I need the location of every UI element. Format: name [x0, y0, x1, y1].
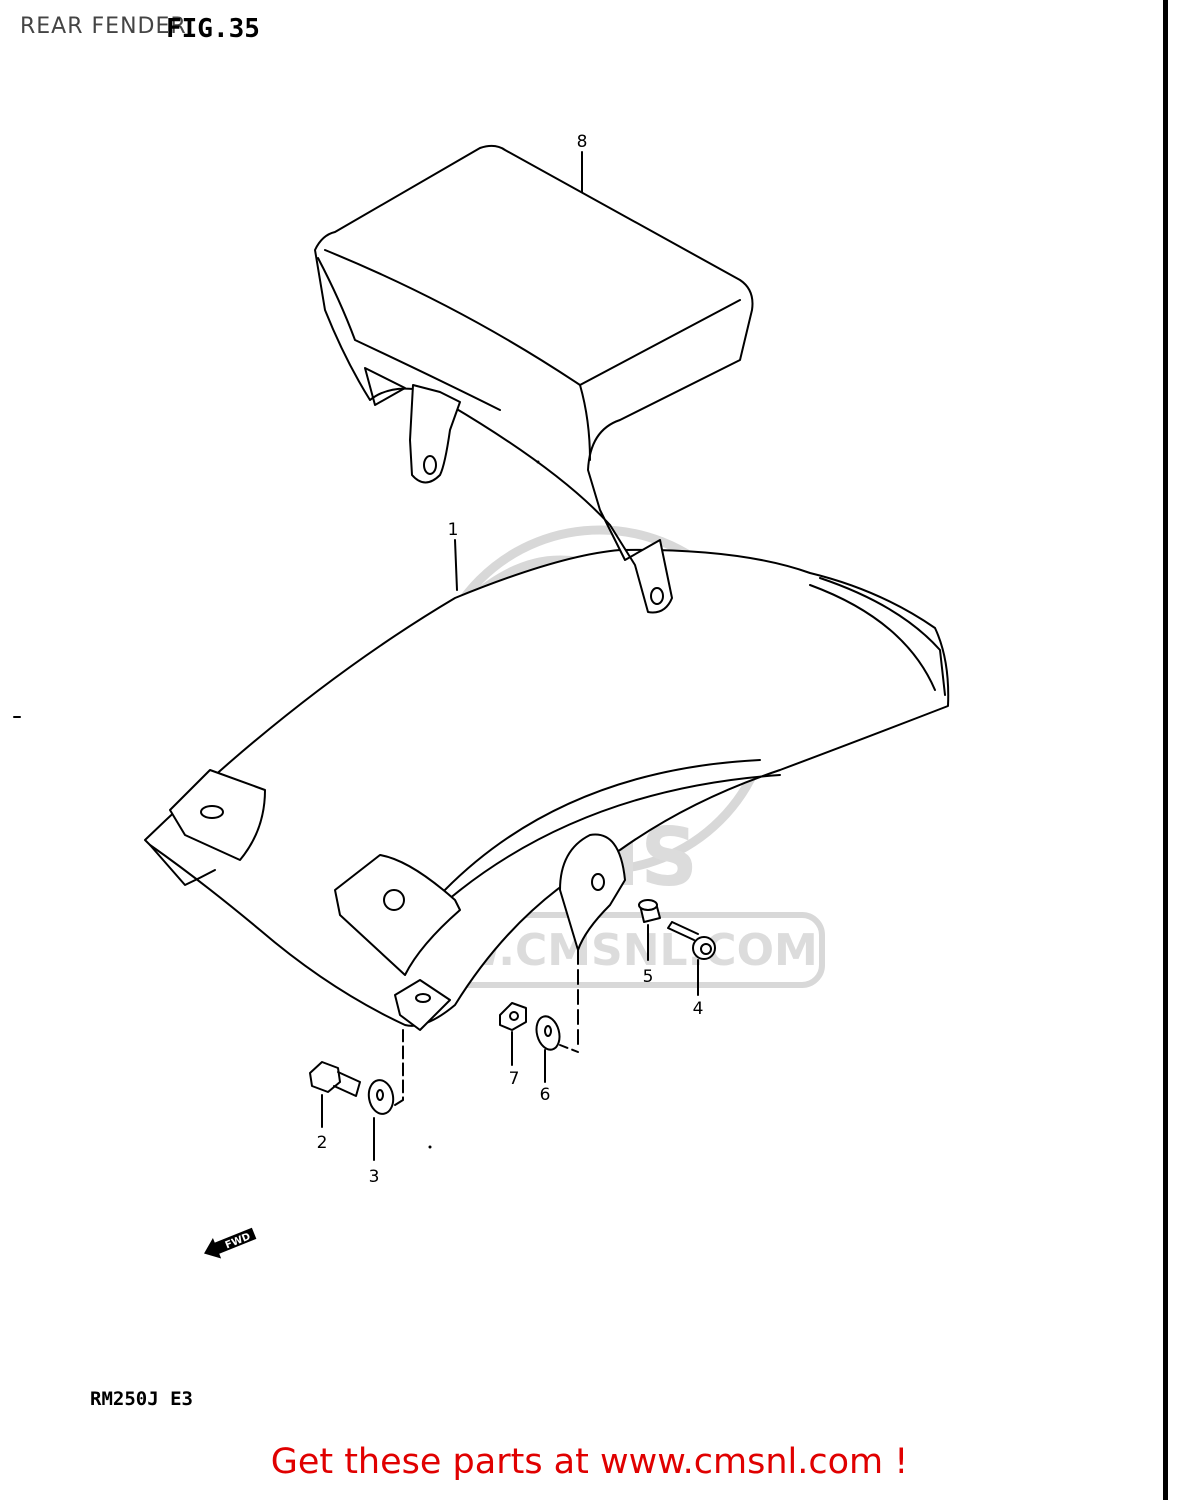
bolt-part-2	[309, 1061, 361, 1097]
callout-3: 3	[369, 1167, 380, 1187]
callout-4: 4	[693, 999, 704, 1019]
scan-marks	[13, 460, 540, 1149]
page-border	[1163, 0, 1168, 1500]
figure-label: FIG.35	[166, 14, 260, 44]
bolt-part-4	[667, 921, 716, 960]
section-title: REAR FENDER	[20, 14, 187, 39]
callout-7: 7	[509, 1069, 520, 1089]
callout-2: 2	[317, 1133, 328, 1153]
rear-cover-part	[314, 144, 754, 614]
promo-link-text[interactable]: Get these parts at www.cmsnl.com !	[270, 1442, 909, 1482]
callout-8: 8	[577, 132, 588, 152]
washer-part-6	[535, 1015, 579, 1053]
collar-part-5	[638, 899, 661, 923]
callout-numbers: 8 1 5 4 7 6 2 3	[317, 132, 704, 1187]
callout-5: 5	[643, 967, 654, 987]
fwd-arrow-icon: FWD	[204, 1227, 257, 1259]
callout-6: 6	[540, 1085, 551, 1105]
callout-1: 1	[448, 520, 459, 540]
washer-part-3	[367, 1029, 404, 1115]
nut-part-7	[499, 1002, 527, 1031]
rear-fender-part	[144, 548, 950, 1051]
leader-lines	[321, 151, 699, 1161]
model-code: RM250J E3	[90, 1388, 193, 1410]
